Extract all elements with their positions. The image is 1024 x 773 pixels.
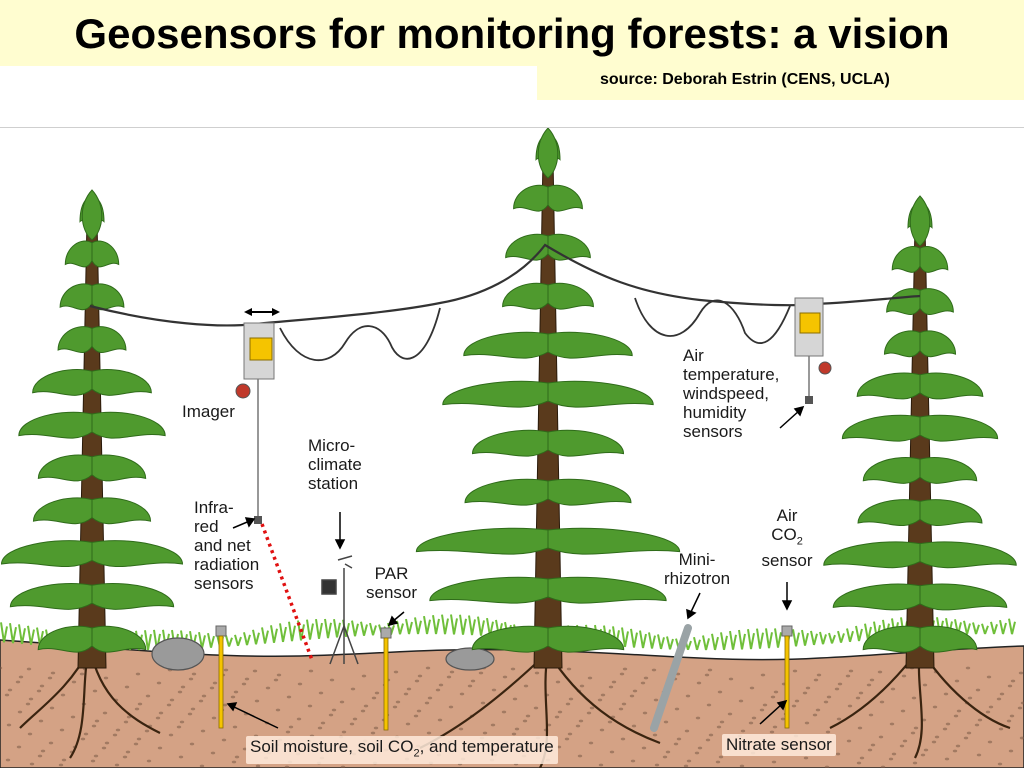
label-microclimate-station: Micro- climate station [308, 436, 362, 493]
nitrate-sensor-probe [781, 625, 793, 729]
forest-svg [0, 127, 1024, 769]
air-temperature-unit [794, 297, 832, 404]
divider [0, 127, 1024, 128]
rock-middle [445, 647, 495, 671]
rock-left [151, 637, 205, 671]
label-minirhizotron: Mini- rhizotron [664, 550, 731, 588]
tree-center [415, 127, 681, 669]
soil-probe-left [215, 625, 227, 729]
par-sensor-probe [380, 627, 392, 731]
minirhizotron-tube [650, 624, 692, 732]
tree-right [823, 195, 1017, 669]
slide-title: Geosensors for monitoring forests: a vis… [74, 10, 950, 57]
cable-loops [279, 297, 791, 362]
infrared-beam [260, 523, 314, 661]
label-nitrate-sensor: Nitrate sensor [722, 734, 836, 756]
source-credit: source: Deborah Estrin (CENS, UCLA) [600, 71, 890, 88]
title-band [0, 0, 1024, 66]
arrows [226, 405, 805, 729]
label-air-co2-sensor: Air CO2 sensor [761, 506, 813, 571]
forest-illustration: Imager Infra- red and net radiation sens… [0, 127, 1024, 769]
label-par-sensor: PAR sensor [366, 564, 418, 602]
label-infrared-sensors: Infra- red and net radiation sensors [194, 498, 260, 593]
imager-unit [235, 308, 280, 524]
label-soil-sensors: Soil moisture, soil CO2, and temperature [246, 736, 558, 765]
label-imager: Imager [182, 402, 235, 421]
tree-left [1, 189, 183, 669]
microclimate-station [321, 555, 359, 665]
label-air-temperature-sensors: Air temperature, windspeed, humidity sen… [683, 346, 780, 441]
source-band [537, 66, 1024, 100]
